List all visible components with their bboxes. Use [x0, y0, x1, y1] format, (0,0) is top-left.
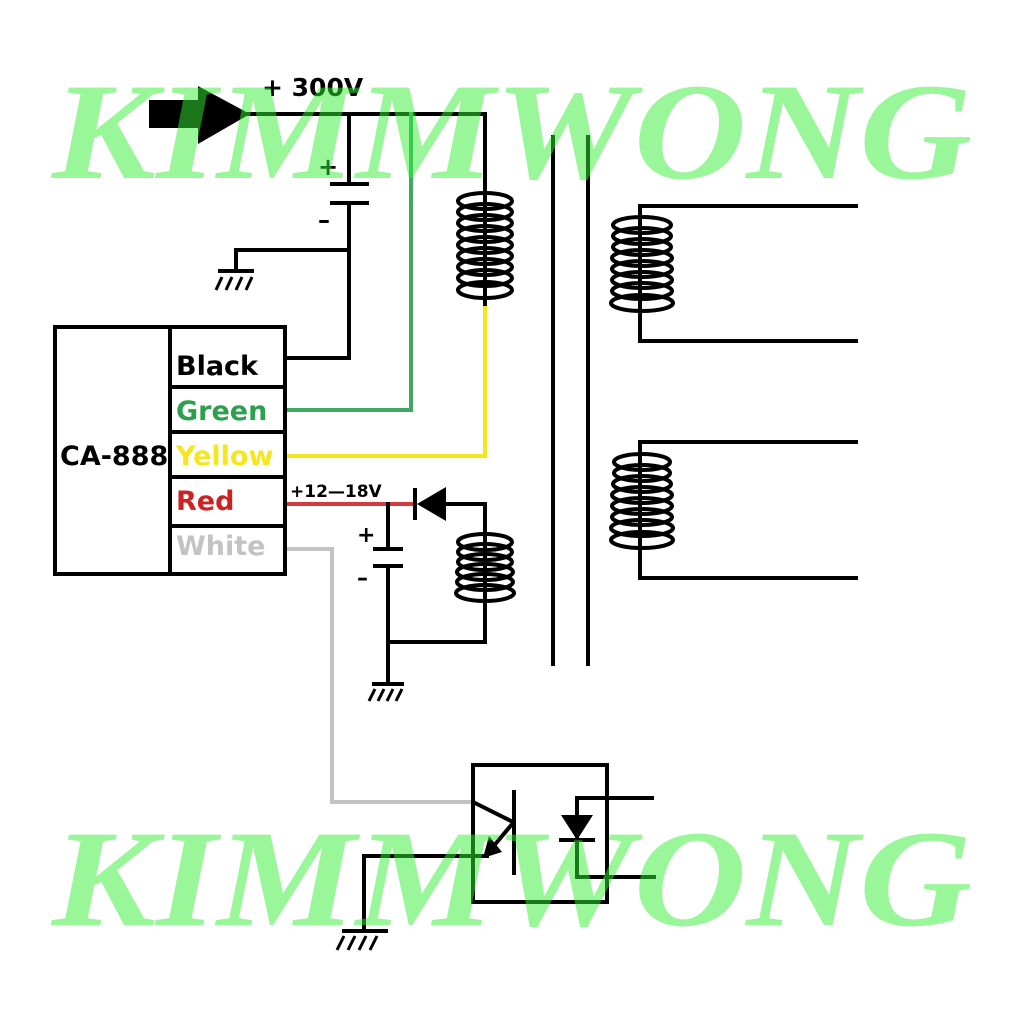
secondary-coil-1-icon — [609, 215, 675, 313]
secondary-2-wire — [638, 440, 858, 580]
rectifier-diode-icon — [413, 487, 487, 535]
led-diode-icon — [559, 796, 656, 879]
supply-voltage-label: + 300V — [262, 73, 364, 102]
pin-label-white: White — [176, 531, 265, 562]
primary-coil-icon — [456, 191, 514, 308]
supply-rail-wire — [246, 112, 487, 198]
pin-label-yellow: Yellow — [175, 441, 273, 472]
phototransistor-icon — [362, 790, 516, 932]
ground-icon — [335, 929, 388, 951]
aux-cap-plus-sign: + — [357, 523, 375, 548]
supply-input-arrow-icon — [149, 86, 250, 144]
optocoupler — [471, 763, 609, 904]
bulk-capacitor — [234, 112, 369, 360]
module-name-label: CA-888 — [60, 441, 168, 472]
aux-cap-minus-sign: – — [357, 566, 368, 591]
aux-coil-icon — [454, 532, 516, 605]
aux-capacitor — [373, 502, 487, 685]
secondary-coil-2-icon — [609, 452, 675, 550]
ground-icon — [214, 269, 254, 291]
ca-888-module — [53, 325, 287, 576]
ground-icon — [367, 682, 404, 702]
pin-label-green: Green — [176, 396, 267, 427]
yellow-wire — [286, 306, 487, 458]
bulk-cap-plus-sign: + — [318, 153, 338, 181]
bulk-cap-minus-sign: – — [318, 206, 330, 234]
green-wire — [286, 112, 413, 412]
pin-label-black: Black — [176, 351, 259, 382]
watermark-top: KIMMWONG — [50, 55, 972, 208]
watermark-bottom: KIMMWONG — [50, 802, 972, 955]
pin-label-red: Red — [176, 486, 234, 517]
white-wire — [286, 547, 475, 804]
aux-supply-label: +12—18V — [290, 482, 383, 502]
